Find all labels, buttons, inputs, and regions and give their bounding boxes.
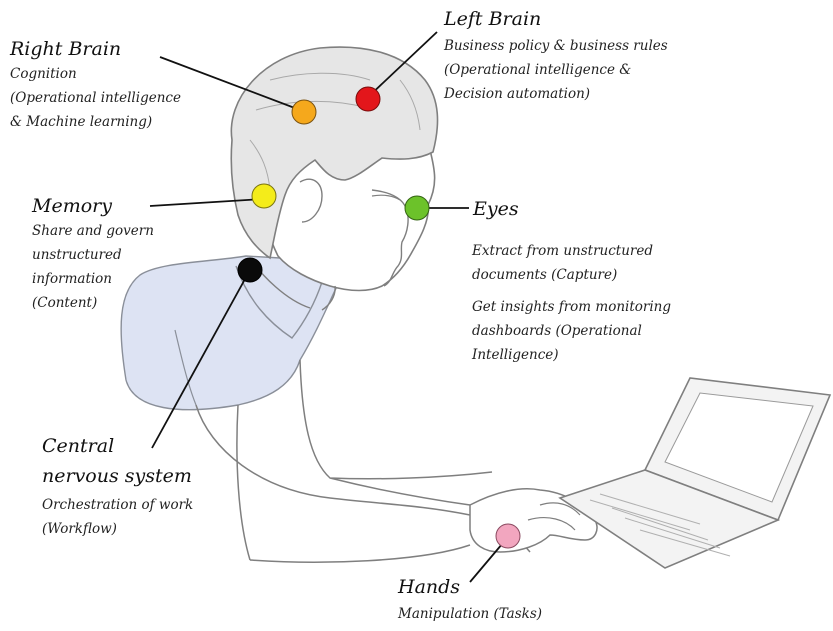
- memory-label: Memory Share and govern unstructured inf…: [32, 195, 154, 315]
- cns-line: (Workflow): [42, 517, 193, 541]
- memory-description: Share and govern unstructured informatio…: [32, 219, 154, 315]
- cns-title-line: nervous system: [42, 465, 193, 487]
- shirt: [121, 256, 340, 410]
- eyes-description: Extract from unstructured documents (Cap…: [472, 239, 671, 367]
- left-brain-marker: [356, 87, 380, 111]
- eyes-line: dashboards (Operational: [472, 319, 671, 343]
- right-brain-label: Right Brain Cognition (Operational intel…: [10, 38, 181, 134]
- hands-description: Manipulation (Tasks): [398, 602, 542, 626]
- right-brain-line: Cognition: [10, 62, 181, 86]
- right-brain-title: Right Brain: [10, 38, 181, 60]
- left-brain-description: Business policy & business rules (Operat…: [444, 34, 668, 106]
- cns-line: Orchestration of work: [42, 493, 193, 517]
- hands-label: Hands Manipulation (Tasks): [398, 576, 542, 626]
- cns-label: Central nervous system Orchestration of …: [42, 435, 193, 541]
- eyes-line: documents (Capture): [472, 263, 671, 287]
- hands-line: Manipulation (Tasks): [398, 602, 542, 626]
- right-brain-marker: [292, 100, 316, 124]
- memory-line: unstructured: [32, 243, 154, 267]
- memory-line: (Content): [32, 291, 154, 315]
- eyes-line: Extract from unstructured: [472, 239, 671, 263]
- right-brain-description: Cognition (Operational intelligence & Ma…: [10, 62, 181, 134]
- left-brain-line: Decision automation): [444, 82, 668, 106]
- cns-title-line: Central: [42, 435, 193, 457]
- hands-marker: [496, 524, 520, 548]
- cns-marker: [238, 258, 262, 282]
- eyes-marker: [405, 196, 429, 220]
- left-brain-label: Left Brain Business policy & business ru…: [444, 8, 668, 106]
- memory-line: information: [32, 267, 154, 291]
- eyes-label: Eyes: [473, 198, 519, 220]
- hands-title: Hands: [398, 576, 542, 598]
- eyes-title: Eyes: [473, 198, 519, 220]
- memory-marker: [252, 184, 276, 208]
- left-brain-line: Business policy & business rules: [444, 34, 668, 58]
- eyes-line: Intelligence): [472, 343, 671, 367]
- right-brain-line: (Operational intelligence: [10, 86, 181, 110]
- memory-line: Share and govern: [32, 219, 154, 243]
- eyes-line: Get insights from monitoring: [472, 295, 671, 319]
- memory-title: Memory: [32, 195, 154, 217]
- left-brain-title: Left Brain: [444, 8, 668, 30]
- cns-description: Orchestration of work (Workflow): [42, 493, 193, 541]
- left-brain-line: (Operational intelligence &: [444, 58, 668, 82]
- right-brain-line: & Machine learning): [10, 110, 181, 134]
